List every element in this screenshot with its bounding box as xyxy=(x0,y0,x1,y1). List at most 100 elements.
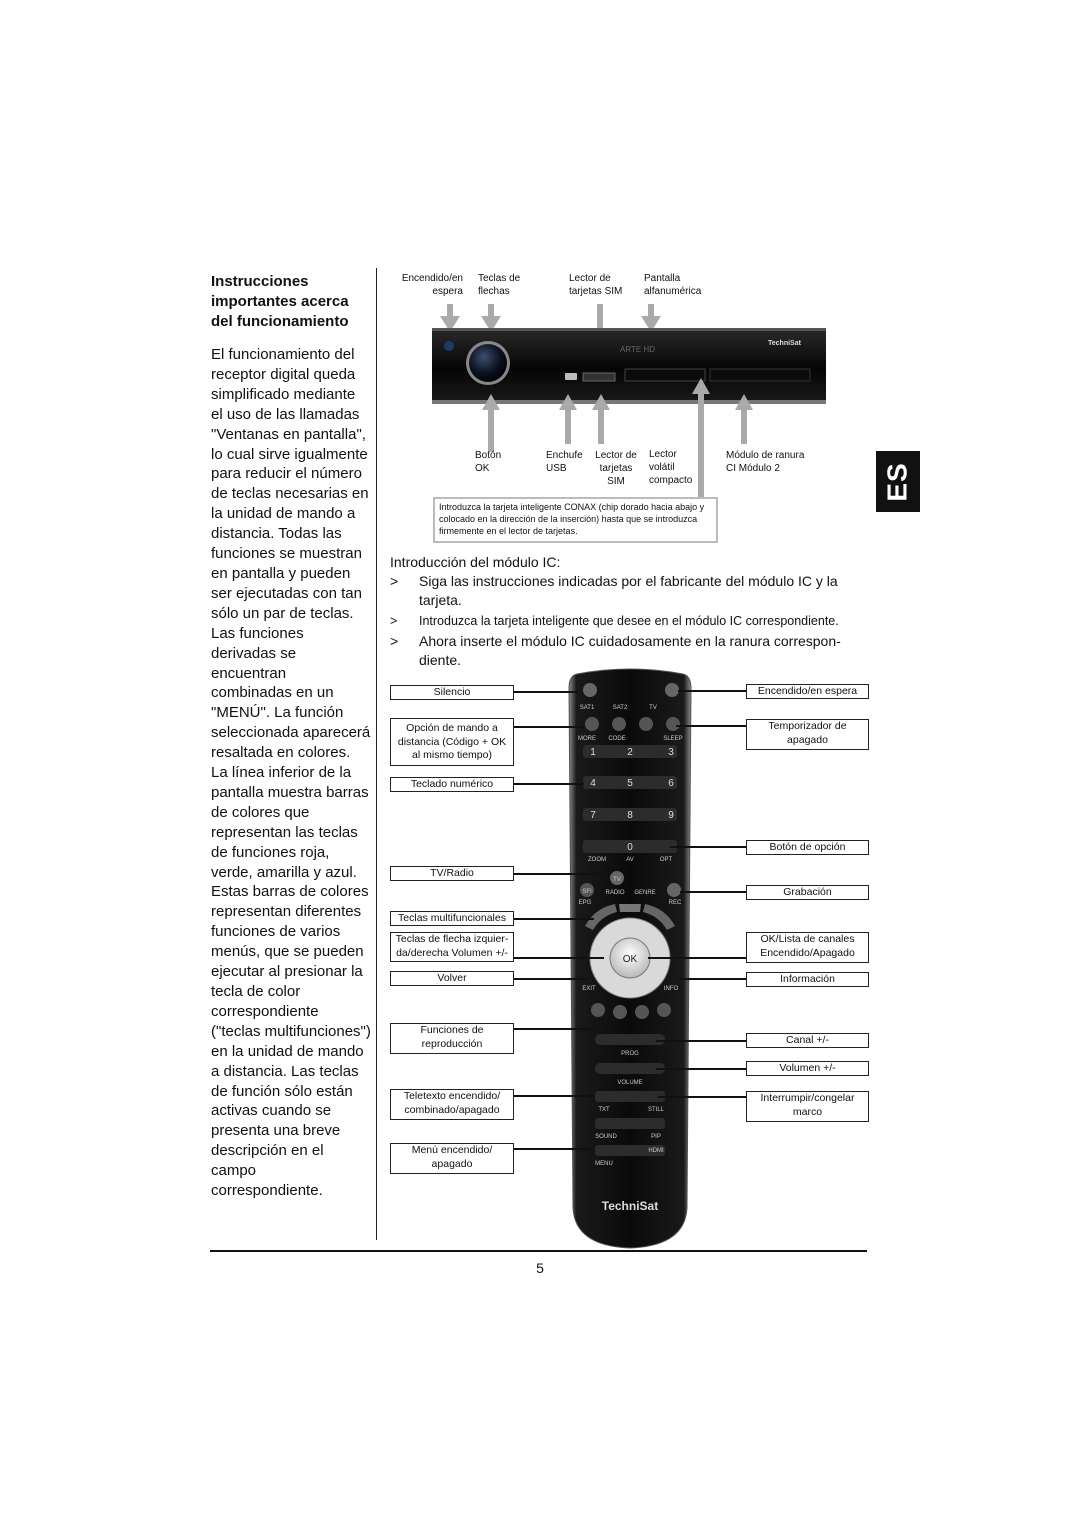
btn-still-label: STILL xyxy=(648,1107,665,1113)
btn-sleep-label: SLEEP xyxy=(663,736,682,742)
label-power-standby: Encendido/en espera xyxy=(746,684,869,699)
leader-line xyxy=(514,978,588,980)
step-text: Introduzca la tarjeta inteligente que de… xyxy=(419,614,839,628)
leader-line xyxy=(658,1096,746,1098)
body-text: El funcionamiento del receptor digital q… xyxy=(211,346,371,1200)
step-marker: > xyxy=(390,573,399,589)
leader-line xyxy=(514,873,610,875)
leader-line xyxy=(678,978,746,980)
btn-tv-radio-label: TV xyxy=(613,877,621,883)
module-step-2: > Introduzca la tarjeta inteligente que … xyxy=(390,612,880,631)
label-teletext: Teletexto encendido/ combinado/apagado xyxy=(390,1089,514,1120)
leader-line xyxy=(514,957,604,959)
footer-rule xyxy=(210,1250,867,1252)
remote-brand: TechniSat xyxy=(602,1199,658,1213)
btn-pip-label: PIP xyxy=(651,1134,661,1140)
label-remote-option: Opción de mando a distancia (Código + OK… xyxy=(390,718,514,766)
remote-control: SAT1 SAT2 TV MORE CODE SLEEP 1 2 3 4 5 6… xyxy=(568,668,692,1249)
module-step-1: > Siga las instrucciones indicadas por e… xyxy=(390,572,880,610)
btn-menu-label: MENU xyxy=(595,1161,613,1167)
key-9: 9 xyxy=(668,810,674,821)
receiver-display-text: ARTE HD xyxy=(620,345,655,354)
btn-sat2-label: SAT2 xyxy=(613,705,628,711)
key-6: 6 xyxy=(668,778,674,789)
label-ci-module: Módulo de ranura CI Módulo 2 xyxy=(726,450,805,474)
label-back: Volver xyxy=(390,971,514,986)
btn-zoom-label: ZOOM xyxy=(588,857,606,863)
btn-hdmi-label: HDMI xyxy=(648,1148,664,1154)
leader-line xyxy=(514,1095,594,1097)
ok-button-label: OK xyxy=(623,954,638,965)
leader-line xyxy=(514,1028,594,1030)
btn-info-label: INFO xyxy=(664,986,679,992)
btn-exit-label: EXIT xyxy=(582,986,596,992)
leader-line xyxy=(514,691,578,693)
label-arrow-keys: Teclas de flechas xyxy=(478,273,521,297)
page-number: 5 xyxy=(536,1260,544,1276)
btn-tv-label: TV xyxy=(649,705,657,711)
language-tab-label: ES xyxy=(881,461,913,502)
btn-code-label: CODE xyxy=(608,736,625,742)
label-option-button: Botón de opción xyxy=(746,840,869,855)
label-sleep-timer: Temporizador de apagado xyxy=(746,719,869,750)
leader-line xyxy=(656,1040,746,1042)
key-0: 0 xyxy=(627,842,633,853)
receiver-front-panel: ARTE HD TechniSat xyxy=(432,328,826,404)
step-text: Siga las instrucciones indicadas por el … xyxy=(419,573,838,608)
key-7: 7 xyxy=(590,810,596,821)
leader-line xyxy=(648,957,746,959)
label-sim-reader-top: Lector de tarjetas SIM xyxy=(569,273,623,297)
key-8: 8 xyxy=(627,810,633,821)
btn-epg-label: EPG xyxy=(579,900,592,906)
btn-sound-label: SOUND xyxy=(595,1134,617,1140)
label-display: Pantalla alfanumérica xyxy=(644,273,702,297)
key-1: 1 xyxy=(590,747,596,758)
color-keys xyxy=(585,904,675,930)
step-text: Ahora inserte el módulo IC cuidadosament… xyxy=(419,633,841,668)
label-standby: Encendido/en espera xyxy=(401,273,463,297)
leader-line xyxy=(514,726,584,728)
btn-opt-label: OPT xyxy=(660,857,673,863)
btn-rec-label: REC xyxy=(669,900,682,906)
leader-line xyxy=(514,918,594,920)
leader-line xyxy=(676,725,746,727)
label-playback-functions: Funciones de reproducción xyxy=(390,1023,514,1054)
step-marker: > xyxy=(390,614,398,628)
btn-more-label: MORE xyxy=(578,736,596,742)
label-tv-radio: TV/Radio xyxy=(390,866,514,881)
language-tab: ES xyxy=(876,451,920,512)
module-step-3: > Ahora inserte el módulo IC cuidadosame… xyxy=(390,632,860,670)
btn-radio-label: RADIO xyxy=(605,890,624,896)
label-sim-reader-bottom: Lector de tarjetas SIM xyxy=(595,450,637,487)
section-heading: Instrucciones importantes acerca del fun… xyxy=(211,273,349,330)
btn-av-label: AV xyxy=(626,857,634,863)
btn-genre-label: GENRE xyxy=(634,890,655,896)
btn-sfi-label: SFI xyxy=(582,889,592,895)
label-ok-button: Botón OK xyxy=(475,450,502,474)
label-compact-reader: Lector volátil compacto xyxy=(649,449,693,486)
btn-txt-label: TXT xyxy=(598,1107,610,1113)
label-multifunction-keys: Teclas multifuncionales xyxy=(390,911,514,926)
key-2: 2 xyxy=(627,747,633,758)
label-silencio: Silencio xyxy=(390,685,514,700)
leader-line xyxy=(680,891,746,893)
step-marker: > xyxy=(390,633,399,649)
label-numeric-keypad: Teclado numérico xyxy=(390,777,514,792)
leader-line xyxy=(678,690,746,692)
label-ok-channel-list: OK/Lista de canales Encendido/Apagado xyxy=(746,932,869,963)
leader-line xyxy=(514,1148,594,1150)
label-record: Grabación xyxy=(746,885,869,900)
label-arrow-volume: Teclas de flecha izquier-da/derecha Volu… xyxy=(390,932,514,962)
label-freeze-frame: Interrumpir/congelar marco xyxy=(746,1091,869,1122)
leader-line xyxy=(670,846,746,848)
receiver-bottom-arrows xyxy=(482,378,753,497)
label-volume: Volumen +/- xyxy=(746,1061,869,1076)
btn-volume-label: VOLUME xyxy=(617,1080,642,1086)
label-usb: Enchufe USB xyxy=(546,450,583,474)
btn-sat1-label: SAT1 xyxy=(580,705,595,711)
label-menu: Menú encendido/ apagado xyxy=(390,1143,514,1174)
label-channel: Canal +/- xyxy=(746,1033,869,1048)
column-divider xyxy=(376,268,377,1240)
receiver-diagram: ARTE HD TechniSat xyxy=(432,304,826,497)
key-3: 3 xyxy=(668,747,674,758)
